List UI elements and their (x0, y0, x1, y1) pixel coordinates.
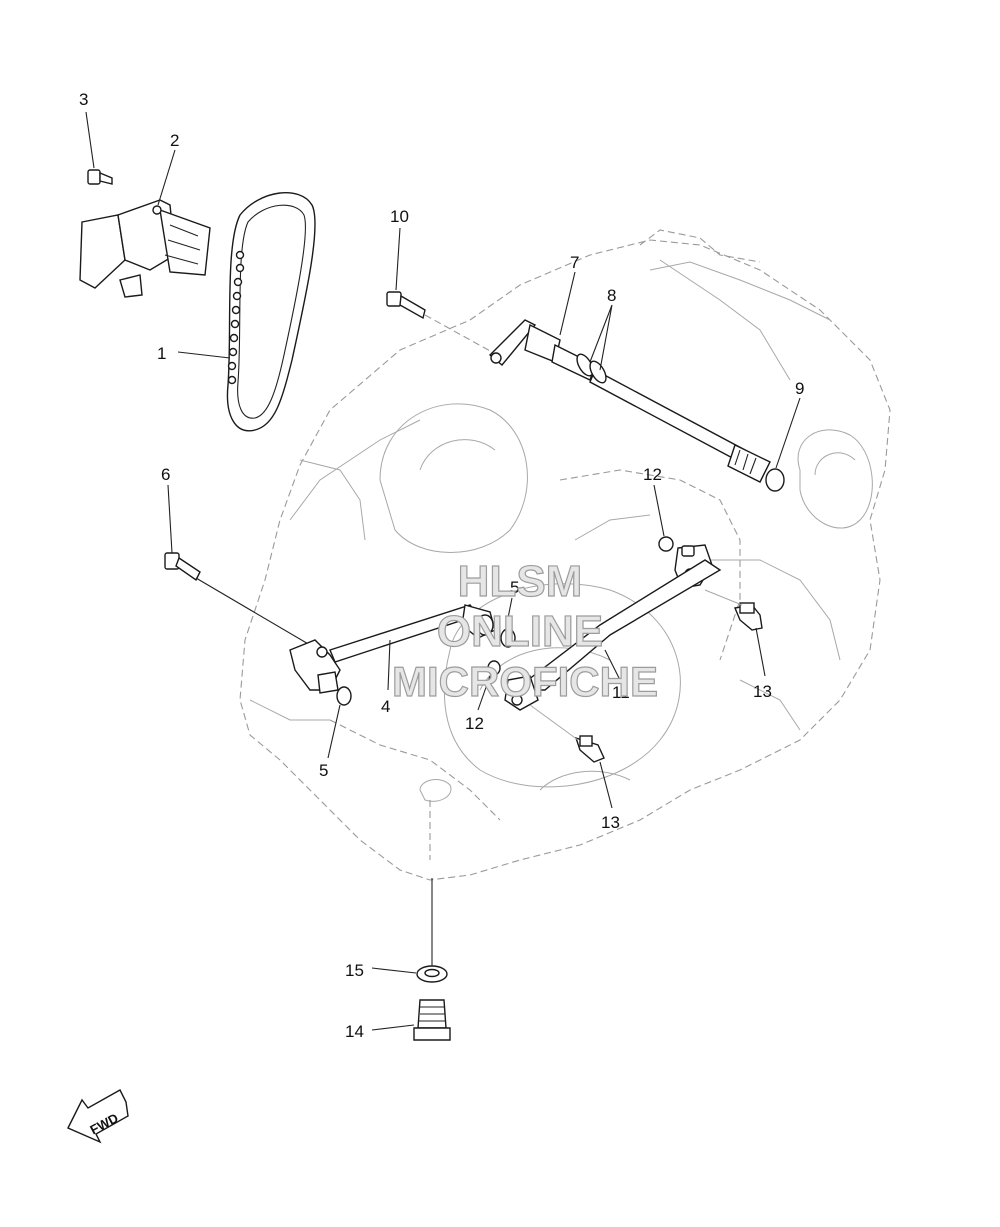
o-ring-part-5a (336, 686, 352, 706)
callout-3: 3 (79, 90, 88, 109)
callout-12-lower: 12 (465, 714, 484, 733)
watermark-line-3: MICROFICHE (392, 658, 658, 705)
chain-links (227, 250, 245, 385)
crankcase-outline (239, 229, 891, 881)
callout-6: 6 (161, 465, 170, 484)
bolt-part-3 (87, 169, 113, 185)
callout-11: 11 (612, 683, 630, 702)
callout-10: 10 (390, 207, 409, 226)
callout-15: 15 (345, 961, 364, 980)
o-ring-part-5b (500, 628, 516, 648)
o-ring-part-12b (487, 660, 501, 676)
watermark: HLSM ONLINE MICROFICHE (391, 556, 658, 705)
oil-pipe-part-11 (504, 544, 722, 711)
watermark-line-2: ONLINE (437, 607, 603, 656)
callout-4: 4 (381, 697, 390, 716)
callout-13-lower: 13 (601, 813, 620, 832)
callout-7: 7 (570, 253, 579, 272)
callout-14: 14 (345, 1022, 364, 1041)
callout-5-lower: 5 (319, 761, 328, 780)
leader-lines (85, 111, 801, 1031)
washer-part-15 (416, 965, 448, 983)
timing-chain-part (226, 191, 316, 432)
oil-pipe-part-4 (289, 604, 496, 694)
callout-1: 1 (157, 344, 166, 363)
callout-8: 8 (607, 286, 616, 305)
chain-guide-part (79, 199, 211, 298)
drain-plug-part-14 (413, 999, 451, 1041)
oil-shaft-part (488, 319, 771, 483)
callout-labels: 3 2 1 10 7 8 9 6 12 5 4 5 12 11 13 13 15… (79, 90, 804, 1041)
bolt-part-13a (734, 602, 763, 631)
o-ring-part-12a (658, 536, 674, 552)
bolt-part-13b (574, 735, 605, 763)
watermark-line-1: HLSM (458, 557, 583, 606)
bolt-part-6 (164, 552, 201, 582)
callout-13-upper: 13 (753, 682, 772, 701)
o-ring-part-9 (765, 468, 785, 492)
callout-9: 9 (795, 379, 804, 398)
callout-5-upper: 5 (510, 578, 519, 597)
callout-12-upper: 12 (643, 465, 662, 484)
callout-2: 2 (170, 131, 179, 150)
o-rings-part-8 (576, 353, 607, 384)
fwd-arrow-icon: FWD (67, 1089, 129, 1144)
bolt-part-10 (386, 291, 426, 320)
